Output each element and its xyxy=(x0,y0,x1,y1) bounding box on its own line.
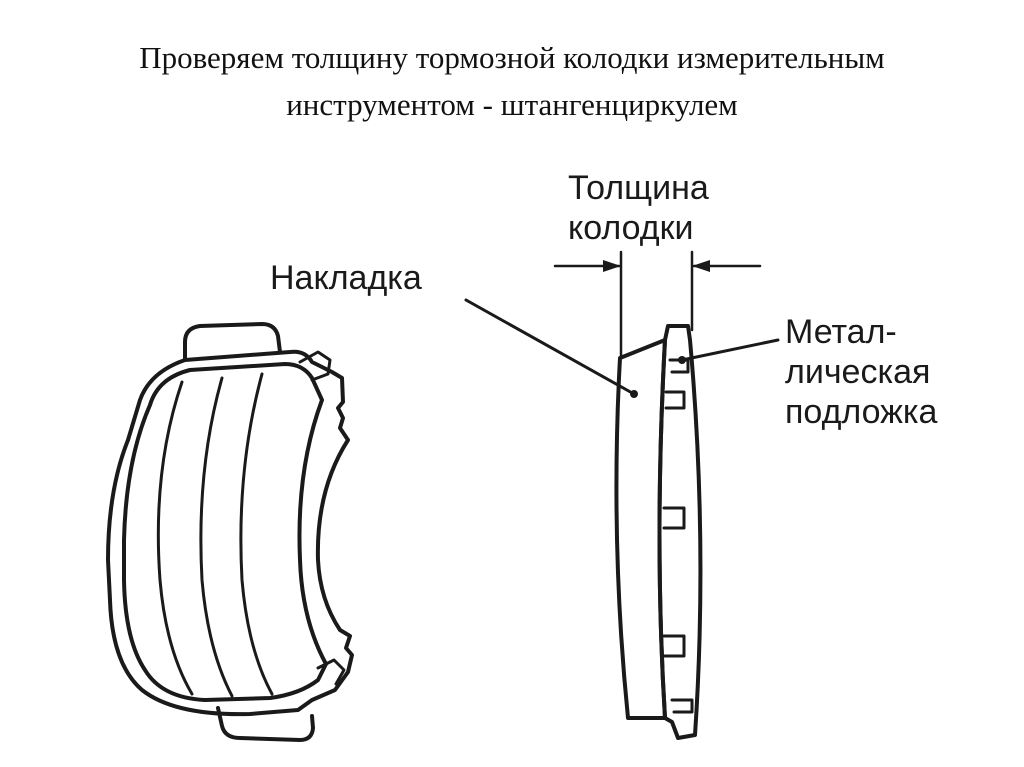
pad-clip-bottom xyxy=(316,658,346,686)
pad-groove-1 xyxy=(156,380,194,696)
pad-top-tab xyxy=(183,322,282,362)
label-thickness-line-2: колодки xyxy=(568,209,694,247)
brake-pad-front-view xyxy=(106,322,354,742)
side-notch-5 xyxy=(670,698,694,714)
leader-lines xyxy=(464,298,780,398)
pad-backing-plate xyxy=(106,349,354,717)
side-backing-plate xyxy=(657,324,703,740)
label-thickness-line-1: Толщина xyxy=(568,169,709,207)
leader-metal xyxy=(680,338,780,362)
pad-clip-top xyxy=(298,350,332,382)
leader-lining xyxy=(464,298,636,396)
label-metal-line-1: Метал- xyxy=(785,313,897,351)
label-metal-line-2: лическая xyxy=(785,353,931,391)
pad-lining-face xyxy=(122,362,328,702)
side-notch-1 xyxy=(664,390,686,410)
label-lining: Накладка xyxy=(270,258,422,298)
label-metal-backing: Метал- лическая подложка xyxy=(785,312,937,432)
leader-lining-dot xyxy=(630,390,638,398)
pad-groove-3 xyxy=(239,372,274,696)
brake-pad-side-view xyxy=(614,324,703,740)
side-notch-3 xyxy=(662,634,686,658)
label-pad-thickness: Толщина колодки xyxy=(568,168,709,248)
leader-metal-dot xyxy=(678,356,686,364)
pad-bottom-tab xyxy=(216,706,315,742)
arrowhead-right xyxy=(692,260,710,272)
pad-groove-2 xyxy=(199,376,234,698)
slide-title: Проверяем толщину тормозной колодки изме… xyxy=(0,34,1024,128)
thickness-dimension xyxy=(553,250,762,358)
label-lining-text: Накладка xyxy=(270,259,422,297)
side-notch-2 xyxy=(662,506,686,530)
arrowhead-left xyxy=(603,260,621,272)
label-metal-line-3: подложка xyxy=(785,393,938,431)
title-line-2: инструментом - штангенциркулем xyxy=(286,87,738,122)
title-line-1: Проверяем толщину тормозной колодки изме… xyxy=(139,40,885,75)
